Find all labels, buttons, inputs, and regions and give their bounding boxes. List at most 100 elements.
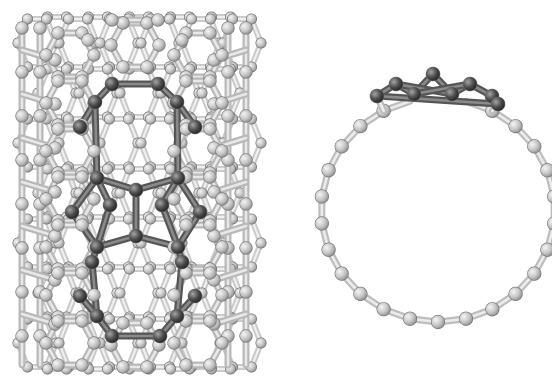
front-atom: [203, 74, 217, 88]
front-atom: [87, 144, 101, 158]
defect-atom: [72, 288, 88, 304]
ring-atom: [353, 286, 368, 301]
front-atom: [215, 144, 229, 158]
defect-atom: [89, 239, 105, 255]
front-atom: [239, 197, 253, 211]
front-atom: [15, 153, 29, 167]
front-atom: [215, 288, 229, 302]
back-atom: [62, 13, 74, 25]
front-atom: [105, 13, 119, 27]
defect-atom: [72, 119, 88, 135]
back-atom: [102, 263, 114, 275]
defect-atom: [104, 328, 120, 344]
defect-bond-core: [95, 203, 112, 249]
ring-atom: [458, 311, 474, 326]
cap-atom: [490, 96, 506, 112]
back-atom: [21, 13, 33, 25]
back-atom: [143, 263, 155, 275]
front-atom: [75, 266, 89, 280]
ring-atom: [402, 311, 418, 326]
ring-atom: [353, 119, 368, 134]
defect-atom: [102, 197, 118, 213]
defect-atom: [174, 254, 190, 270]
ring-atom: [508, 286, 523, 301]
front-atom: [215, 96, 229, 110]
ring-atom: [314, 216, 329, 231]
defect-atom: [87, 94, 103, 110]
front-atom: [203, 358, 217, 372]
front-atom: [15, 285, 29, 299]
front-atom: [33, 65, 47, 79]
back-atom: [102, 163, 114, 175]
back-atom: [114, 287, 126, 299]
defect-atom: [150, 76, 166, 92]
ring-atom: [376, 302, 391, 317]
front-atom: [215, 336, 229, 350]
ring-atom: [508, 119, 523, 134]
front-atom: [239, 285, 253, 299]
front-atom: [239, 329, 253, 343]
cap-bond-core: [412, 82, 472, 96]
front-atom: [15, 21, 29, 35]
front-atom: [39, 144, 53, 158]
back-atom: [164, 113, 176, 125]
ring-atom: [321, 242, 336, 257]
defect-atom: [104, 76, 120, 92]
front-atom: [87, 48, 101, 62]
front-atom: [215, 48, 229, 62]
cap-atom: [369, 88, 385, 104]
front-atom: [239, 241, 253, 255]
front-atom: [239, 153, 253, 167]
front-atom: [51, 74, 65, 88]
front-atom: [15, 197, 29, 211]
front-atom: [221, 21, 235, 35]
defect-bond-core: [160, 203, 180, 249]
back-atom: [164, 13, 176, 25]
front-atom: [87, 336, 101, 350]
defect-atom: [128, 228, 144, 244]
front-atom: [140, 16, 154, 30]
front-atom: [116, 16, 130, 30]
nanotube-cross-section: [314, 66, 552, 330]
defect-atom: [170, 239, 186, 255]
front-atom: [175, 33, 189, 47]
defect-atom: [128, 182, 144, 198]
back-atom: [255, 37, 267, 49]
front-atom: [151, 13, 165, 27]
back-atom: [114, 87, 126, 99]
back-atom: [143, 163, 155, 175]
ring-atom: [540, 163, 552, 178]
back-atom: [123, 213, 135, 225]
defect-atom: [84, 254, 100, 270]
back-atom: [186, 13, 198, 25]
ring-atom: [334, 139, 349, 154]
defect-bond-core: [175, 100, 180, 180]
front-atom: [15, 109, 29, 123]
cap-atom: [388, 76, 404, 92]
defect-atom: [169, 94, 185, 110]
cap-atom: [406, 86, 422, 102]
front-atom: [116, 60, 130, 74]
ring-atom: [540, 242, 552, 257]
front-atom: [179, 74, 193, 88]
front-atom: [116, 316, 130, 330]
front-atom: [207, 229, 221, 243]
front-atom: [51, 26, 65, 40]
back-atom: [255, 137, 267, 149]
front-atom: [51, 314, 65, 328]
ring-atom: [527, 266, 542, 281]
front-atom: [48, 185, 62, 199]
front-atom: [87, 192, 101, 206]
front-atom: [140, 60, 154, 74]
front-atom: [39, 336, 53, 350]
front-atom: [75, 74, 89, 88]
front-atom: [203, 266, 217, 280]
front-atom: [33, 109, 47, 123]
defect-atom: [187, 119, 203, 135]
front-atom: [140, 360, 154, 374]
back-atom: [41, 263, 53, 275]
defect-atom: [89, 308, 105, 324]
front-atom: [39, 240, 53, 254]
